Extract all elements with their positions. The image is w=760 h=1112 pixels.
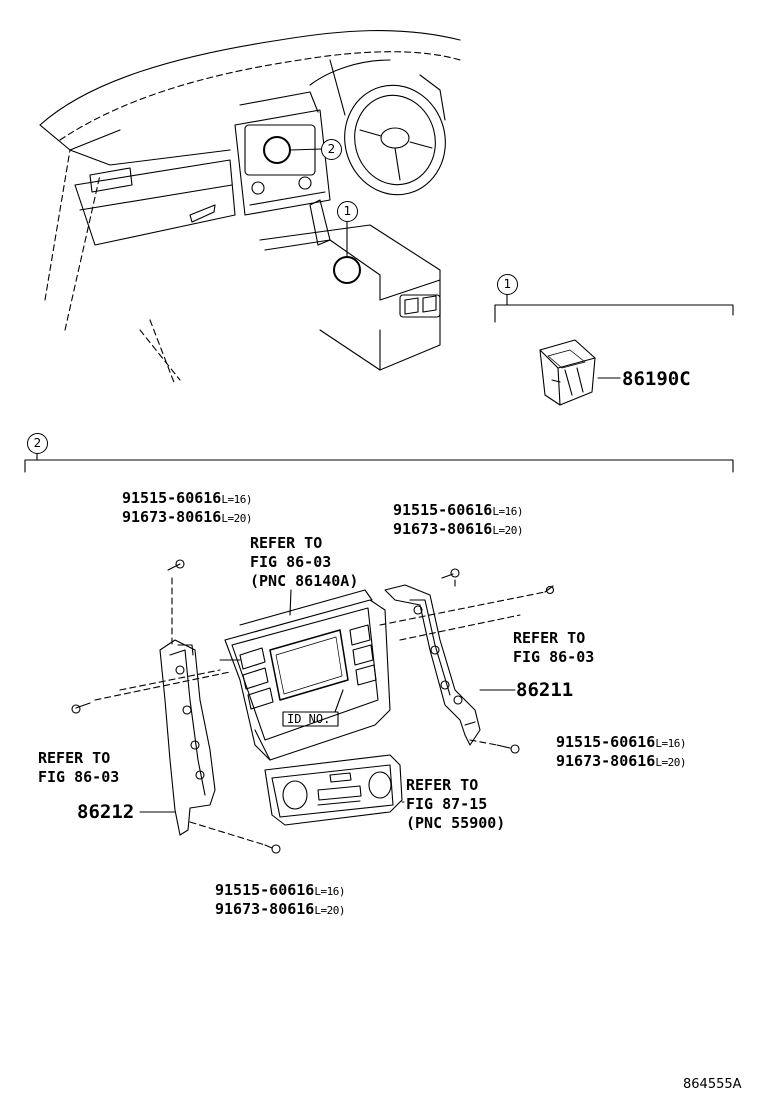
part-86211: 86211 [516,679,574,701]
screw-bc-b: 91673-80616L=20) [215,900,345,918]
head-unit-illustration [219,589,391,761]
climate-panel-illustration [264,754,405,826]
screw-top-left [167,559,185,571]
section-callout-1: 1 [497,274,518,295]
screw-bc-a: 91515-60616L=16) [215,881,345,899]
switch-86190c-illustration [539,339,621,406]
section-1-bracket [494,304,734,323]
screw-left-refer [71,702,91,714]
screw-tr-b: 91673-80616L=20) [393,520,523,538]
alignment-lines [94,577,546,846]
screw-tl-a: 91515-60616L=16) [122,489,252,507]
id-no-label: ID NO. [287,712,331,726]
screw-tl-b: 91673-80616L=20) [122,508,252,526]
screw-bottom-right [496,744,520,754]
bracket-86211-illustration [384,584,516,746]
section-2-bracket [24,459,734,473]
bracket-86212-illustration [139,639,216,836]
part-86212: 86212 [77,801,135,823]
screws [71,559,555,854]
screw-tr-a: 91515-60616L=16) [393,501,523,519]
part-86190c: 86190C [622,368,691,390]
dashboard-illustration [39,30,461,386]
screw-bottom-center [264,844,281,854]
section-callout-2: 2 [27,433,48,454]
callout-2: 2 [321,139,342,160]
screw-top-right [441,568,460,579]
screw-br-b: 91673-80616L=20) [556,752,686,770]
screw-right-refer [544,585,555,595]
callout-1: 1 [337,201,358,222]
screw-br-a: 91515-60616L=16) [556,733,686,751]
figure-code: 864555A [683,1077,742,1092]
id-no-leader [282,689,344,713]
